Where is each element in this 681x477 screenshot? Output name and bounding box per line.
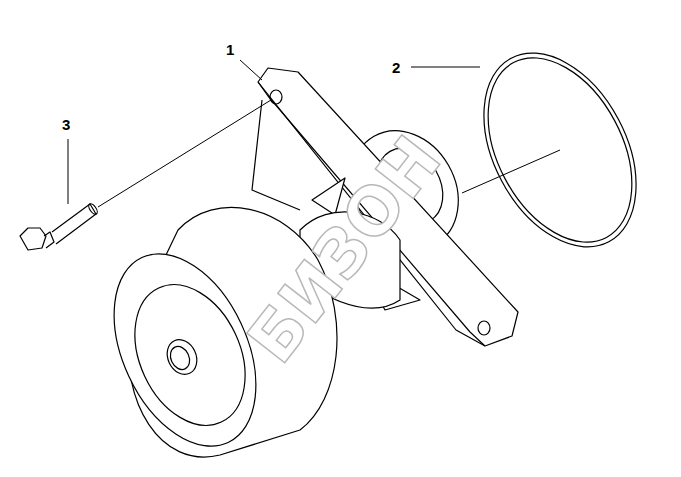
gasket bbox=[453, 27, 667, 273]
callout-number: 2 bbox=[392, 60, 400, 75]
callout-number: 3 bbox=[62, 117, 70, 132]
bolt bbox=[20, 202, 99, 250]
leader-lines bbox=[68, 60, 560, 207]
callout-number: 1 bbox=[226, 42, 234, 57]
